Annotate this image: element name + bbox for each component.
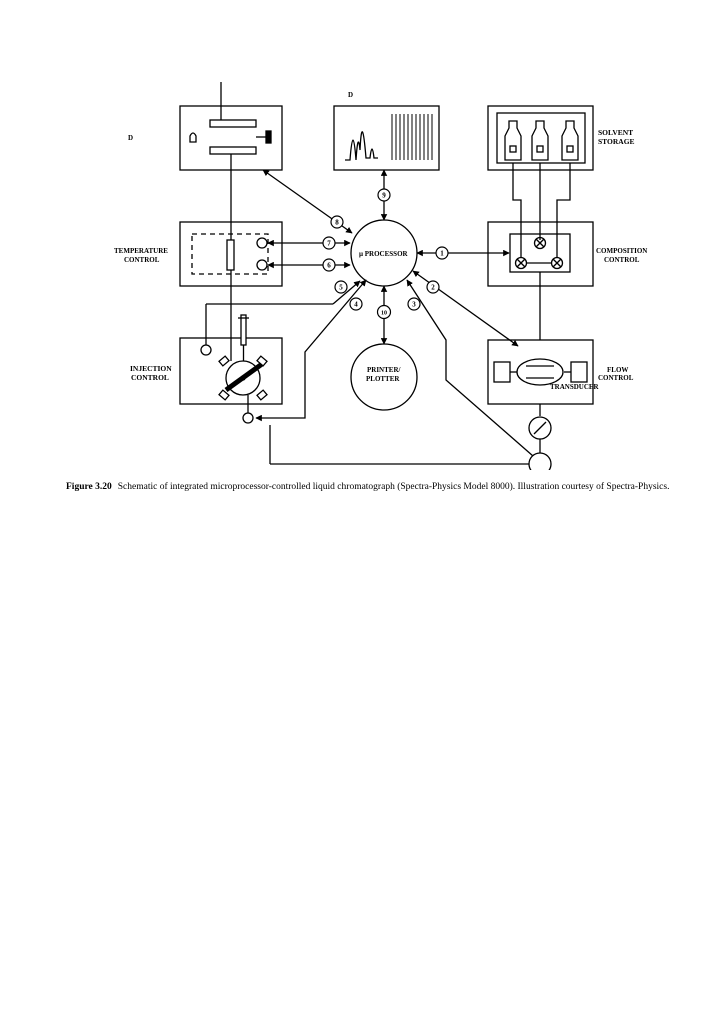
channel-2: 2 <box>426 280 440 294</box>
injection-valve <box>218 355 268 401</box>
channel-1: 1 <box>435 246 449 260</box>
svg-text:STORAGE: STORAGE <box>598 137 635 146</box>
composition-control-label: COMPOSITION <box>596 247 647 255</box>
svg-text:PLOTTER: PLOTTER <box>366 375 400 383</box>
svg-text:9: 9 <box>382 192 386 200</box>
detector-label-left: D <box>128 134 133 142</box>
channel-6: 6 <box>322 258 336 272</box>
flow-control-label: FLOW <box>607 366 628 374</box>
flow-control-box <box>487 339 594 405</box>
caption-text: Schematic of integrated microprocessor-c… <box>117 482 670 492</box>
transducer-label: TRANSDUCER <box>550 383 600 391</box>
channel-8: 8 <box>330 215 344 229</box>
injection-control-label: INJECTION <box>130 364 172 373</box>
valve-3 <box>550 256 564 270</box>
solvent-storage-label: SOLVENT <box>598 128 633 137</box>
printer-plotter-label: PRINTER/ <box>367 366 402 374</box>
svg-text:5: 5 <box>339 284 343 292</box>
solvent-bottle-1 <box>504 120 522 161</box>
svg-text:10: 10 <box>381 311 387 317</box>
channel-5: 5 <box>334 280 348 294</box>
svg-text:CONTROL: CONTROL <box>131 373 169 382</box>
channel-markers: 8 9 7 6 1 2 3 10 4 5 <box>322 188 449 320</box>
svg-text:8: 8 <box>335 219 339 227</box>
chromatograph-schematic: 8 9 7 6 1 2 3 10 4 5 D D SOLVENT STORAGE… <box>114 82 647 470</box>
svg-text:1: 1 <box>440 250 444 258</box>
svg-text:6: 6 <box>327 262 331 270</box>
svg-text:2: 2 <box>431 284 435 292</box>
processor-label: µ PROCESSOR <box>359 250 409 258</box>
temperature-control-label: TEMPERATURE <box>114 247 168 255</box>
channel-4: 4 <box>349 297 363 311</box>
svg-text:4: 4 <box>354 301 358 309</box>
svg-text:CONTROL: CONTROL <box>598 374 634 382</box>
figure-number: Figure 3.20 <box>66 482 112 492</box>
svg-text:3: 3 <box>412 301 416 309</box>
svg-text:CONTROL: CONTROL <box>604 256 640 264</box>
channel-10: 10 <box>376 304 392 320</box>
svg-text:CONTROL: CONTROL <box>124 256 160 264</box>
detector-label-top: D <box>348 91 353 99</box>
channel-3: 3 <box>407 297 421 311</box>
solvent-bottle-2 <box>531 120 549 161</box>
syringe <box>238 314 249 361</box>
valve-1 <box>533 236 547 250</box>
figure-caption: Figure 3.20 Schematic of integrated micro… <box>66 479 702 495</box>
solvent-bottle-3 <box>561 120 579 161</box>
svg-text:7: 7 <box>327 240 331 248</box>
channel-7: 7 <box>322 236 336 250</box>
channel-9: 9 <box>377 188 391 202</box>
valve-2 <box>514 256 528 270</box>
